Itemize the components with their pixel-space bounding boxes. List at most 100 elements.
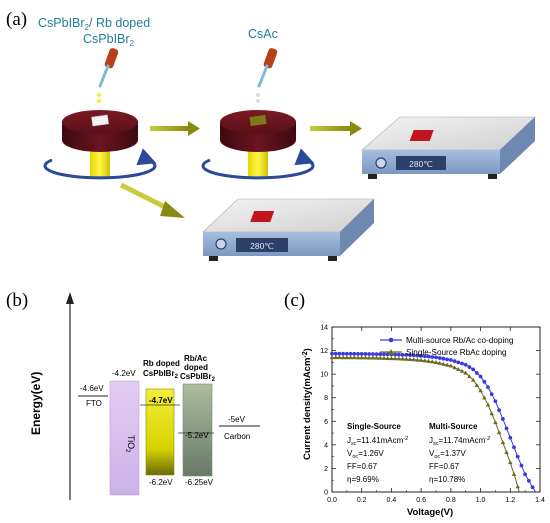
data-point-multi: [422, 354, 427, 359]
data-point-multi: [515, 454, 520, 459]
data-point-multi: [411, 353, 416, 358]
fto-level: -4.6eV: [80, 384, 104, 393]
data-point-single: [504, 450, 509, 455]
y-tick-label: 2: [324, 466, 328, 473]
single-jsc: Jsc=11.41mAcm-2: [347, 436, 408, 447]
data-point-multi: [523, 472, 528, 477]
data-point-multi: [463, 362, 468, 367]
data-point-multi: [393, 352, 398, 357]
x-axis-label: Voltage(V): [407, 507, 453, 518]
x-tick-label: 0.6: [416, 497, 426, 504]
data-point-single: [422, 358, 428, 363]
data-point-multi: [489, 392, 494, 397]
data-point-multi: [378, 352, 383, 357]
data-point-single: [515, 484, 520, 489]
pipette-icon-1: [96, 48, 119, 104]
data-point-single: [467, 374, 472, 379]
data-point-single: [459, 368, 465, 373]
data-point-single: [474, 382, 480, 387]
data-point-multi: [493, 399, 498, 404]
data-point-multi: [400, 352, 405, 357]
data-point-multi: [344, 351, 349, 356]
data-point-single: [337, 355, 342, 360]
data-point-single: [437, 360, 442, 365]
data-point-single: [366, 355, 372, 360]
data-point-single: [381, 355, 387, 360]
rb-bottom-level: -6.2eV: [149, 478, 173, 487]
process-arrow-3: [119, 182, 185, 218]
energy-axis-arrow: [66, 292, 74, 304]
hotplate-1: 280℃: [361, 116, 536, 179]
data-point-single: [508, 460, 513, 465]
data-point-multi: [471, 367, 476, 372]
data-point-multi: [404, 353, 409, 357]
data-point-single: [418, 357, 424, 362]
data-point-single: [355, 355, 361, 360]
single-ff: FF=0.67: [347, 462, 378, 471]
y-tick-label: 12: [320, 348, 328, 355]
x-tick-label: 1.4: [535, 497, 545, 504]
multi-jsc: Jsc=11.74mAcm-2: [429, 436, 490, 447]
spin-coater-1: [43, 110, 157, 180]
panel-b-label: (b): [6, 290, 28, 311]
data-point-multi: [434, 355, 438, 360]
data-point-multi: [337, 351, 342, 356]
y-tick-label: 6: [324, 419, 328, 426]
data-point-multi: [437, 356, 442, 360]
data-point-multi: [408, 353, 412, 358]
data-point-multi: [486, 385, 490, 390]
data-point-single: [352, 355, 357, 360]
data-point-multi: [363, 352, 368, 356]
reagent-2-label: CsAc: [248, 27, 278, 41]
rb-doped-band: [145, 388, 175, 476]
tio2-top-level: -4.2eV: [112, 369, 136, 378]
data-point-multi: [419, 353, 424, 358]
data-point-multi: [374, 352, 379, 357]
tio2-band: [109, 380, 140, 496]
y-axis-label: Current density(mAcm-2): [302, 348, 313, 460]
x-tick-label: 1.0: [476, 497, 486, 504]
data-point-single: [407, 357, 413, 362]
reagent-1-label-line2: CsPbIBr2: [83, 32, 135, 48]
rbac-band-title-1: Rb/Ac: [184, 354, 208, 363]
data-point-multi: [441, 356, 446, 361]
y-tick-label: 4: [324, 442, 328, 449]
data-point-single: [333, 355, 338, 360]
multi-source-params: Multi-Source Jsc=11.74mAcm-2 Voc=1.37V F…: [429, 422, 490, 484]
data-point-single: [340, 355, 346, 360]
legend-marker-single: [388, 349, 394, 355]
data-point-single: [370, 355, 376, 360]
data-point-single: [433, 359, 439, 364]
rbac-doped-band: [182, 383, 213, 477]
legend-label-multi: Multi-source Rb/Ac co-doping: [406, 336, 514, 345]
single-voc: Voc=1.26V: [347, 449, 384, 460]
data-point-single: [456, 367, 461, 372]
y-tick-label: 8: [324, 395, 328, 402]
single-source-title: Single-Source: [347, 422, 401, 431]
x-tick-label: 0.0: [327, 497, 337, 504]
data-point-single: [470, 377, 476, 382]
data-point-single: [493, 420, 498, 425]
data-point-multi: [519, 463, 524, 468]
data-point-multi: [333, 351, 338, 356]
rb-band-title-2: CsPbIBr2: [143, 369, 179, 380]
multi-source-title: Multi-Source: [429, 422, 478, 431]
panel-a-label: (a): [6, 9, 27, 30]
reagent-1-label-line1: CsPbIBr2/ Rb doped: [38, 16, 150, 32]
data-point-single: [426, 358, 431, 363]
rbac-bottom-level: -6.25eV: [185, 478, 214, 487]
data-point-multi: [456, 360, 461, 365]
rbac-band-title-3: CsPbIBr2: [180, 372, 216, 383]
rbac-top-level: -5.2eV: [185, 431, 209, 440]
multi-voc: Voc=1.37V: [429, 449, 466, 460]
data-point-single: [392, 356, 398, 361]
y-tick-label: 10: [320, 372, 328, 379]
legend-marker-multi: [388, 337, 394, 343]
panel-c-label: (c): [284, 290, 305, 311]
data-point-single: [415, 357, 420, 362]
data-point-multi: [330, 351, 334, 356]
fto-label: FTO: [86, 399, 102, 408]
data-point-single: [359, 355, 364, 360]
hotplate-2-temp: 280℃: [250, 241, 274, 251]
